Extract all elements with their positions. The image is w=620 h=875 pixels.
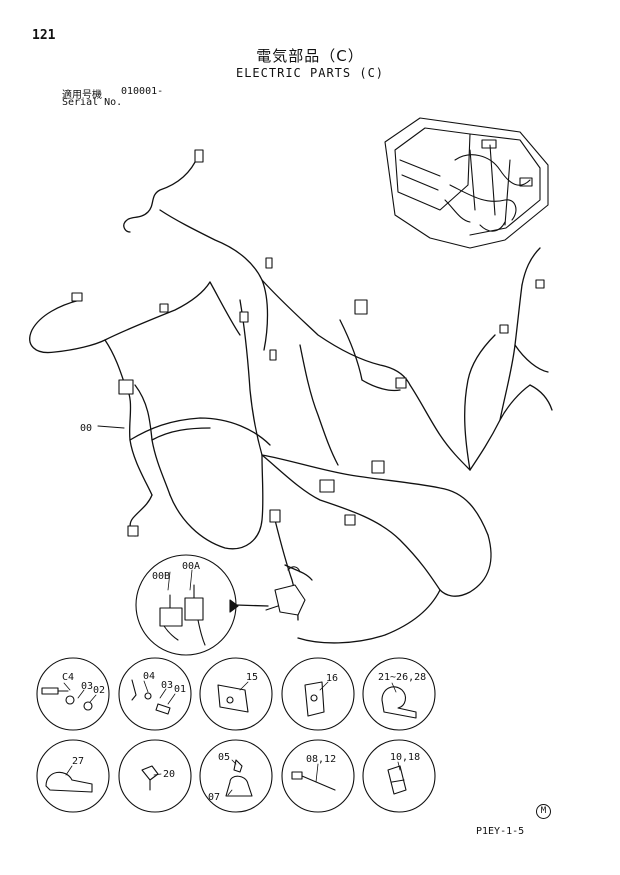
page-code: P1EY-1-5 <box>476 826 525 837</box>
detail-circle-clip-21 <box>362 657 436 731</box>
callout-16: 16 <box>326 673 338 684</box>
leader-line-00 <box>97 425 125 429</box>
callout-detail-a: 00A <box>182 561 200 572</box>
detail-circle-bolt-20 <box>118 739 192 813</box>
bolt-set-1-illustration <box>41 687 93 711</box>
clip-21-illustration <box>381 686 417 719</box>
clamp-27-illustration <box>45 771 93 793</box>
callout-21-26-28: 21~26,28 <box>378 672 426 683</box>
detail-circle-tie-08 <box>281 739 355 813</box>
callout-02: 02 <box>93 685 105 696</box>
bolt-20-illustration <box>141 765 159 791</box>
detail-connector-illustration <box>159 584 206 646</box>
callout-15: 15 <box>246 672 258 683</box>
detail-circle-bracket-15 <box>199 657 273 731</box>
tie-08-illustration <box>291 771 336 791</box>
detail-circle-bolt-set-2 <box>118 657 192 731</box>
detail-circle-bolt-set-1 <box>36 657 110 731</box>
callout-c4: C4 <box>62 672 74 683</box>
machine-overview-illustration <box>384 117 549 249</box>
callout-20: 20 <box>163 769 175 780</box>
serial-label-english: Serial No. <box>62 97 123 108</box>
bolt-set-2-illustration <box>131 679 171 715</box>
callout-detail-b: 00B <box>152 571 170 582</box>
page-number: 121 <box>32 28 56 43</box>
relay-plug-illustration <box>265 566 306 616</box>
detail-circle-clamp-27 <box>36 739 110 813</box>
callout-04a: 04 <box>143 671 155 682</box>
clamp-05-illustration <box>225 759 253 797</box>
page-title-english: ELECTRIC PARTS (C) <box>235 66 385 80</box>
harness-connectors <box>71 149 545 537</box>
callout-08-12: 08,12 <box>306 754 336 765</box>
callout-01: 01 <box>174 684 186 695</box>
detail-arrowhead <box>229 599 239 613</box>
main-wire-harness <box>29 155 553 644</box>
bracket-16-illustration <box>304 681 325 717</box>
callout-03a: 03 <box>81 681 93 692</box>
callout-leaders <box>63 569 401 796</box>
clip-10-illustration <box>387 765 407 795</box>
detail-circle-bracket-16 <box>281 657 355 731</box>
callout-05: 05 <box>218 752 230 763</box>
callout-03b: 03 <box>161 680 173 691</box>
detail-circle-clamp-05 <box>199 739 273 813</box>
detail-circle-clip-10 <box>362 739 436 813</box>
detail-arrow <box>235 604 269 607</box>
callout-07: 07 <box>208 792 220 803</box>
callout-main-harness: 00 <box>80 423 92 434</box>
serial-label-japanese: 適用号機 <box>62 90 102 101</box>
serial-range: 010001- <box>121 86 164 97</box>
callout-10-18: 10,18 <box>390 752 420 763</box>
m-mark: M <box>536 804 551 819</box>
callout-27: 27 <box>72 756 84 767</box>
page-title-japanese: 電気部品（C） <box>256 47 364 65</box>
bracket-15-illustration <box>217 684 249 713</box>
